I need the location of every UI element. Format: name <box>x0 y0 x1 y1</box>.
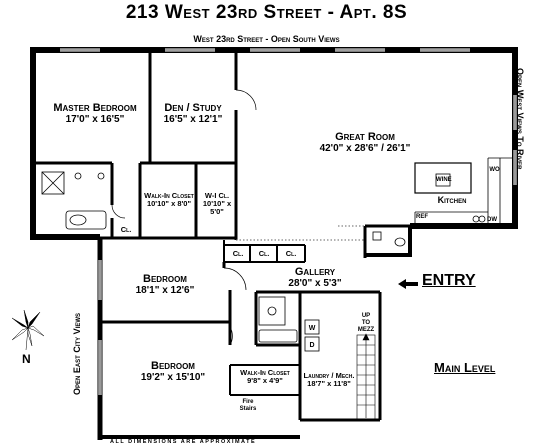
room-dim: 10'10" x 8'0" <box>146 199 192 208</box>
approx-note: All dimensions are approximate <box>110 439 257 445</box>
wo-label: WO <box>489 167 500 173</box>
room-name: Walk-In Closet <box>240 368 290 377</box>
plan-title: 213 West 23rd Street - Apt. 8S <box>125 2 408 23</box>
north-label: N <box>22 352 31 366</box>
south-view-label: West 23rd Street - Open South Views <box>193 34 340 44</box>
compass <box>11 309 45 351</box>
washer-label: W <box>308 325 316 332</box>
room-dim: 16'5" x 12'1" <box>163 114 223 125</box>
great-room: Great Room 42'0" x 28'6" / 26'1" <box>290 131 440 154</box>
walk-in-closet-2: Walk-In Closet 9'8" x 4'9" <box>232 369 298 385</box>
walk-in-closet-1: Walk-In Closet 10'10" x 8'0" <box>142 192 196 208</box>
closet-label: Cl. <box>285 249 297 258</box>
room-name: Bedroom <box>151 360 195 372</box>
den-study: Den / Study 16'5" x 12'1" <box>152 102 234 125</box>
ref-label: REF <box>416 214 428 220</box>
dryer-label: D <box>309 342 315 349</box>
room-name: Laundry / Mech. <box>303 371 355 380</box>
closet-label: Cl. <box>258 249 270 258</box>
closet-label: Cl. <box>120 225 132 234</box>
laundry-mech: Laundry / Mech. 18'7" x 11'8" <box>303 372 355 388</box>
room-dim: 18'1" x 12'6" <box>135 285 195 296</box>
east-view-label: Open East City Views <box>72 312 82 395</box>
room-name: Walk-In Closet <box>144 191 194 200</box>
closet-label: Cl. <box>232 249 244 258</box>
bedroom-1: Bedroom 18'1" x 12'6" <box>115 273 215 296</box>
entry-label: ENTRY <box>422 272 476 289</box>
room-dim: 19'2" x 15'10" <box>140 372 206 383</box>
room-name: Gallery <box>294 266 336 278</box>
master-bath-fixtures <box>41 171 107 230</box>
room-dim: 10'10" x 5'0" <box>202 199 232 216</box>
dw-label: DW <box>487 217 497 223</box>
room-name: Master Bedroom <box>53 102 137 114</box>
room-dim: 9'8" x 4'9" <box>247 376 283 385</box>
room-dim: 18'7" x 11'8" <box>307 379 351 388</box>
stairs <box>356 333 376 421</box>
entry-arrow <box>398 279 418 289</box>
wic-closet: W-I Cl. 10'10" x 5'0" <box>198 192 236 216</box>
room-name: Bedroom <box>143 273 187 285</box>
room-name: W-I Cl. <box>204 191 230 200</box>
room-name: Great Room <box>335 131 395 143</box>
wine-label: WINE <box>436 177 452 183</box>
master-bedroom: Master Bedroom 17'0" x 16'5" <box>40 102 150 125</box>
kitchen-label: Kitchen <box>437 195 467 205</box>
gallery: Gallery 28'0" x 5'3" <box>270 266 360 289</box>
main-level-label: Main Level <box>434 360 496 375</box>
room-name: Den / Study <box>164 102 222 114</box>
room-dim: 28'0" x 5'3" <box>288 278 342 289</box>
west-view-label: Open West Views To River <box>515 68 525 170</box>
room-dim: 42'0" x 28'6" / 26'1" <box>319 143 411 154</box>
room-dim: 17'0" x 16'5" <box>65 114 125 125</box>
interior-walls <box>36 52 410 422</box>
kitchen-fixtures <box>414 157 512 225</box>
bedroom-2: Bedroom 19'2" x 15'10" <box>118 360 228 383</box>
